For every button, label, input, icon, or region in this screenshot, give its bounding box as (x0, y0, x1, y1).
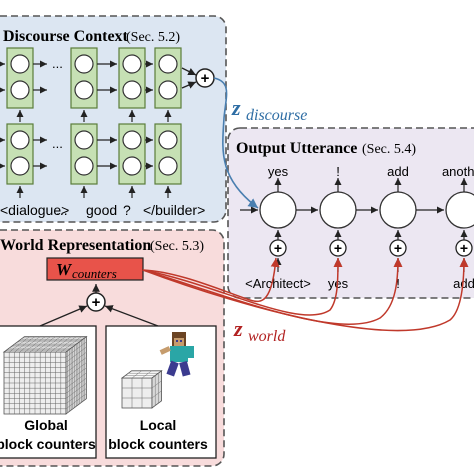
rnn-unit (158, 80, 178, 100)
svg-text:+: + (92, 294, 101, 311)
rnn-unit (10, 54, 30, 74)
output-title: Output Utterance (236, 140, 357, 157)
rnn-unit (74, 156, 94, 176)
global-label-line2: block counters (0, 436, 96, 452)
token-end-builder: </builder> (143, 202, 205, 218)
token-dialogue: <dialogue> (0, 202, 69, 218)
decoder-output-token: another (442, 164, 474, 179)
decoder-plus-symbol: + (274, 240, 282, 256)
decoder-plus-symbol: + (460, 240, 468, 256)
rnn-unit (10, 80, 30, 100)
w-counters-sub: counters (72, 266, 117, 281)
z-world-arrow (142, 257, 469, 332)
rnn-unit (74, 80, 94, 100)
rnn-unit (10, 156, 30, 176)
decoder-plus-symbol: + (334, 240, 342, 256)
local-label-line2: block counters (108, 436, 208, 452)
cube-grid-line (65, 393, 87, 410)
cube-grid-line (141, 370, 152, 379)
discourse-input-tokens: <dialogue> ... good ? </builder> (0, 202, 205, 218)
local-block-counters-box: Local block counters (105, 325, 217, 459)
cube-grid-line (65, 388, 87, 404)
decoder-unit (259, 191, 297, 229)
rnn-unit (122, 156, 142, 176)
z-world-arrow (142, 257, 343, 316)
global-block-counters-box: Global block counters (0, 325, 97, 459)
rnn-unit (158, 54, 178, 74)
arrow-bottom-to-plus (181, 81, 197, 89)
output-section: (Sec. 5.4) (362, 142, 416, 157)
cube-front-face (121, 377, 153, 409)
decoder-output-token: add (387, 164, 409, 179)
decoder-input-token: yes (328, 276, 349, 291)
z-world-main: z (233, 316, 243, 341)
z-discourse-arrow (213, 77, 259, 209)
minecraft-character-icon (159, 332, 194, 377)
discourse-combine-node: + (195, 68, 215, 88)
discourse-section: (Sec. 5.2) (126, 30, 180, 45)
world-title: World Representation (0, 237, 151, 254)
decoder-input-token: ! (396, 276, 400, 291)
decoder-plus-symbol: + (394, 240, 402, 256)
global-cube-icon (2, 335, 88, 415)
ellipsis-top: ... (52, 56, 63, 71)
world-combine-node: + (86, 292, 106, 312)
arrow-global-to-plus (39, 305, 88, 327)
rnn-unit (74, 130, 94, 150)
rnn-cell-grid (0, 47, 182, 198)
decoder-unit (379, 191, 417, 229)
rnn-unit (74, 54, 94, 74)
z-world-arrow (142, 257, 280, 303)
decoder-unit (319, 191, 357, 229)
decoder-output-token: ! (336, 164, 340, 179)
token-good: good (86, 202, 117, 218)
z-discourse-label: z discourse (231, 95, 307, 124)
w-counters-main: W (56, 260, 73, 279)
cube-grid-line (60, 336, 82, 353)
ellipsis-mid: ... (52, 136, 63, 151)
token-question: ? (123, 202, 131, 218)
decoder-input-token: <Architect> (245, 276, 311, 291)
global-label-line1: Global (24, 417, 68, 433)
token-ellipsis: ... (56, 202, 68, 218)
arrow-top-to-plus (181, 67, 197, 76)
decoder-output-token: yes (268, 164, 289, 179)
z-world-label: z world (233, 316, 286, 345)
svg-text:+: + (201, 70, 210, 87)
z-world-sub: world (248, 328, 286, 345)
w-counters-box: W counters (46, 257, 144, 281)
discourse-title: Discourse Context (3, 28, 129, 45)
rnn-unit (158, 156, 178, 176)
z-discourse-sub: discourse (246, 107, 307, 124)
z-world-arrows (142, 257, 469, 332)
world-section: (Sec. 5.3) (150, 239, 204, 254)
rnn-unit (122, 80, 142, 100)
cube-grid-line (151, 390, 162, 399)
arrow-local-to-plus (104, 305, 159, 327)
cube-grid-line (131, 370, 142, 379)
discourse-context-panel: Discourse Context (Sec. 5.2) (0, 15, 227, 223)
local-label-line1: Local (140, 417, 177, 433)
z-discourse-main: z (231, 95, 241, 120)
rnn-unit (158, 130, 178, 150)
local-cube-icon (120, 369, 163, 409)
rnn-unit (122, 130, 142, 150)
rnn-unit (10, 130, 30, 150)
cube-grid-line (151, 380, 162, 389)
z-world-arrow (142, 257, 403, 326)
rnn-unit (122, 54, 142, 74)
